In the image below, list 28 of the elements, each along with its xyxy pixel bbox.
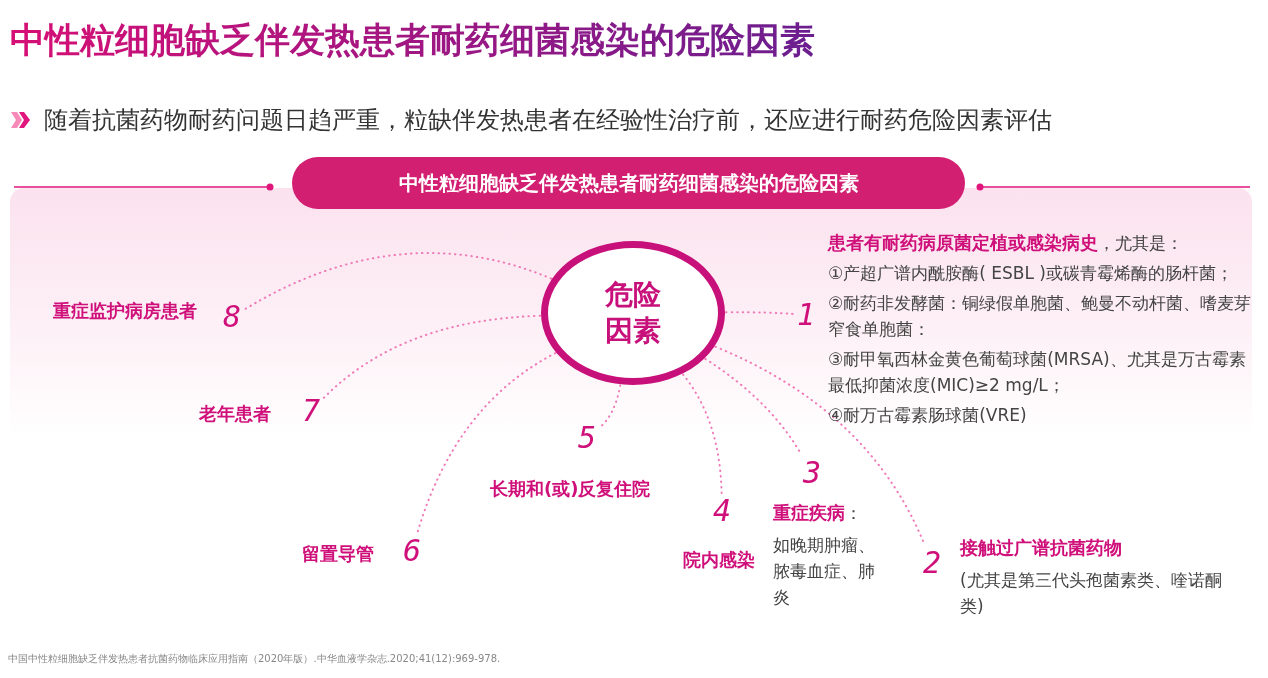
callout-number: 5: [575, 420, 599, 456]
factor-note: (尤其是第三代头孢菌素类、喹诺酮类): [960, 569, 1223, 618]
factor-note: 如晚期肿瘤、脓毒血症、肺炎: [773, 534, 876, 609]
factor-note: 患者有耐药病原菌定植或感染病史，尤其是：: [828, 231, 1184, 255]
callout-number: 6: [400, 533, 424, 569]
factor-note: 重症疾病：: [773, 501, 863, 525]
callout-number: 2: [920, 545, 944, 581]
dotted-line: [243, 252, 553, 311]
reference-note: 中国中性粒细胞缺乏伴发热患者抗菌药物临床应用指南（2020年版）.中华血液学杂志.2020;41(12):969-978.: [8, 652, 501, 666]
factor-heading: 长期和(或)反复住院: [490, 477, 652, 501]
callout-number: 1: [794, 297, 818, 333]
intro-text: 随着抗菌药物耐药问题日趋严重，粒缺伴发热患者在经验性治疗前，还应进行耐药危险因素评估: [44, 105, 1052, 136]
factor-note: ①产超广谱内酰胺酶( ESBL )或碳青霉烯酶的肠杆菌；: [828, 262, 1234, 285]
factor-note: ③耐甲氧西林金黄色葡萄球菌(MRSA)、尤其是万古霉素最低抑菌浓度(MIC)≥2 mg/L；: [828, 348, 1247, 397]
callout-number: 4: [710, 493, 734, 529]
factor-heading: 院内感染: [683, 548, 756, 572]
dotted-line: [725, 311, 795, 315]
factor-heading: 留置导管: [302, 542, 375, 566]
callout-number: 7: [299, 393, 323, 429]
factor-heading: 接触过广谱抗菌药物: [960, 536, 1123, 560]
callout-number: 8: [220, 299, 244, 335]
factor-heading: 重症监护病房患者: [53, 299, 198, 323]
factor-note: ④耐万古霉素肠球菌(VRE): [828, 404, 1028, 427]
callout-number: 3: [800, 455, 824, 491]
factor-heading: 老年患者: [199, 402, 272, 426]
factor-note: ②耐药非发酵菌：铜绿假单胞菌、鲍曼不动杆菌、嗜麦芽窄食单胞菌：: [828, 292, 1253, 341]
title-banner: 中性粒细胞缺乏伴发热患者耐药细菌感染的危险因素: [292, 157, 965, 209]
dotted-line: [322, 314, 542, 400]
